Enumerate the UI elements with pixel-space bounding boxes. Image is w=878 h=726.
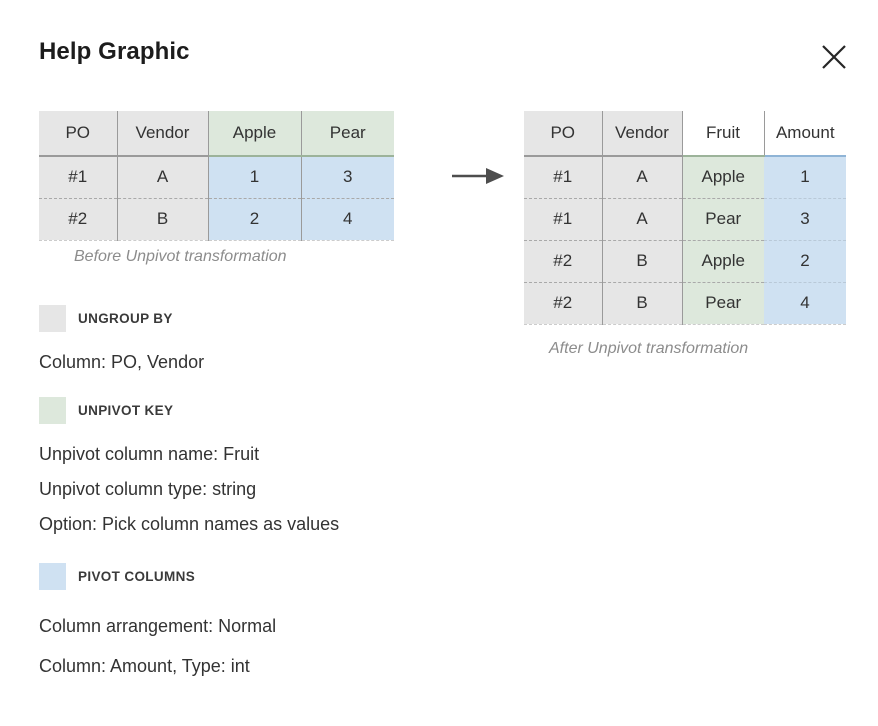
legend-detail-unpivot-column-type: Unpivot column type: string: [39, 479, 257, 499]
cell-po: #2: [39, 197, 117, 241]
cell-vendor: B: [601, 281, 682, 325]
close-button[interactable]: [815, 38, 853, 76]
page-title: Help Graphic: [39, 38, 190, 65]
table-row: #2 B Pear 4: [524, 281, 846, 325]
cell-pear: 4: [300, 197, 394, 241]
cell-pear: 3: [300, 156, 394, 198]
column-header-apple: Apple: [207, 111, 301, 157]
cell-fruit: Apple: [681, 239, 764, 282]
cell-po: #1: [39, 156, 117, 198]
cell-vendor: A: [601, 197, 682, 240]
cell-amount: 3: [764, 197, 846, 240]
legend-title-pivot-columns: PIVOT COLUMNS: [78, 568, 196, 584]
column-header-po: PO: [39, 111, 117, 157]
legend-detail-column-arrangement: Column arrangement: Normal: [39, 616, 277, 636]
column-header-vendor: Vendor: [116, 111, 208, 157]
legend-detail-ungroup-columns: Column: PO, Vendor: [39, 352, 205, 372]
legend-swatch-unpivot-key: [39, 396, 66, 424]
table-row: #1 A Apple 1: [524, 156, 846, 198]
cell-fruit: Pear: [681, 197, 764, 240]
cell-apple: 2: [207, 197, 301, 241]
column-header-amount: Amount: [763, 111, 846, 157]
after-table-caption: After Unpivot transformation: [549, 340, 749, 357]
legend-title-ungroup-by: UNGROUP BY: [78, 310, 173, 326]
cell-po: #2: [524, 239, 602, 282]
table-header-row: PO Vendor Apple Pear: [39, 111, 394, 157]
cell-po: #1: [524, 156, 602, 198]
legend-detail-unpivot-option: Option: Pick column names as values: [39, 514, 340, 534]
column-header-po: PO: [524, 111, 602, 157]
table-row: #2 B 2 4: [39, 197, 394, 241]
legend-group-pivot-columns: PIVOT COLUMNS Column arrangement: Normal…: [39, 562, 276, 675]
table-row: #1 A Pear 3: [524, 197, 846, 240]
after-table: PO Vendor Fruit Amount #1 A Apple 1 #1 A…: [524, 111, 846, 325]
legend-group-ungroup-by: UNGROUP BY Column: PO, Vendor: [39, 304, 204, 371]
cell-vendor: B: [601, 239, 682, 282]
legend-group-unpivot-key: UNPIVOT KEY Unpivot column name: Fruit U…: [39, 396, 339, 533]
cell-po: #2: [524, 281, 602, 325]
column-header-fruit: Fruit: [681, 111, 764, 157]
cell-vendor: B: [116, 197, 208, 241]
cell-apple: 1: [207, 156, 301, 198]
cell-fruit: Pear: [681, 281, 764, 325]
cell-amount: 2: [764, 239, 846, 282]
legend-detail-pivot-column: Column: Amount, Type: int: [39, 656, 250, 676]
before-table: PO Vendor Apple Pear #1 A 1 3 #2 B 2 4: [39, 111, 394, 241]
table-row: #2 B Apple 2: [524, 239, 846, 282]
column-header-pear: Pear: [300, 111, 394, 157]
table-header-row: PO Vendor Fruit Amount: [524, 111, 846, 157]
close-icon: [815, 38, 853, 76]
legend-swatch-pivot-columns: [39, 562, 66, 590]
cell-vendor: A: [601, 156, 682, 198]
before-table-caption: Before Unpivot transformation: [74, 248, 287, 265]
dialog-header: Help Graphic: [0, 0, 878, 100]
legend-swatch-ungroup-by: [39, 304, 66, 332]
legend-title-unpivot-key: UNPIVOT KEY: [78, 402, 174, 418]
cell-fruit: Apple: [681, 156, 764, 198]
column-header-vendor: Vendor: [601, 111, 682, 157]
cell-vendor: A: [116, 156, 208, 198]
cell-amount: 1: [764, 156, 846, 198]
cell-po: #1: [524, 197, 602, 240]
table-row: #1 A 1 3: [39, 156, 394, 198]
legend-detail-unpivot-column-name: Unpivot column name: Fruit: [39, 444, 260, 464]
cell-amount: 4: [764, 281, 846, 325]
arrow-right-icon: [452, 165, 508, 187]
